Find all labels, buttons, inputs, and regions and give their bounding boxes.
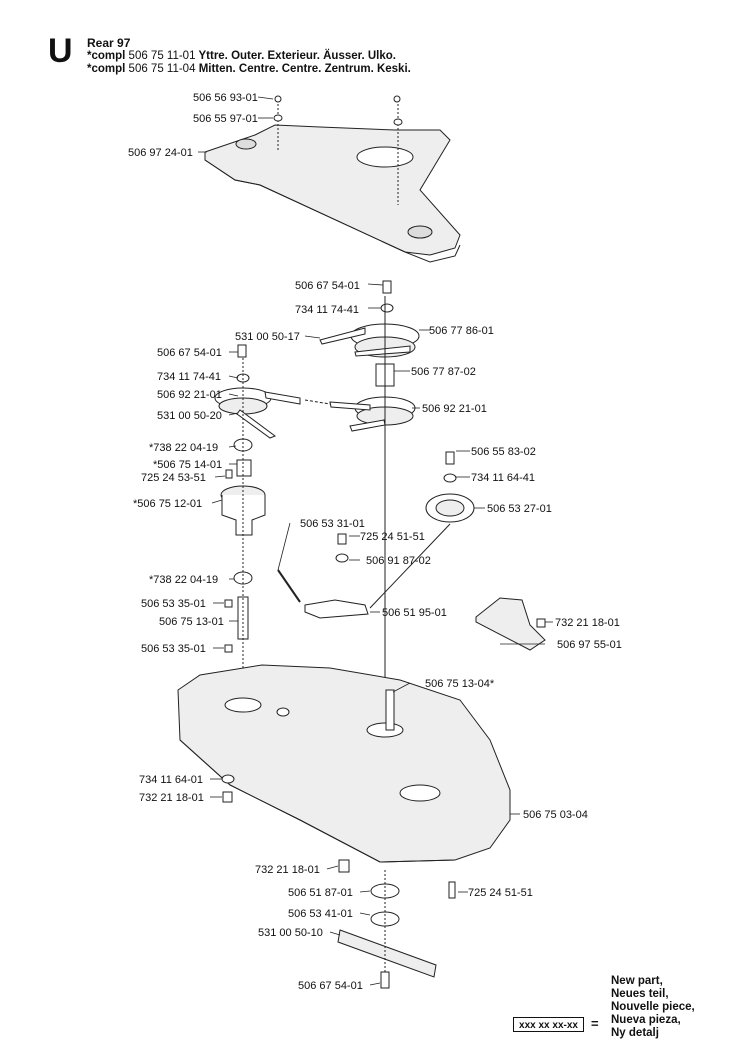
idler-assembly <box>277 451 475 619</box>
center-pulley-stack <box>319 280 420 690</box>
header-line-2-desc: Mitten. Centre. Centre. Zentrum. Keski. <box>198 63 411 75</box>
part-label: 506 56 93-01 <box>193 92 258 104</box>
part-label: *506 75 14-01 <box>153 459 222 471</box>
header-line-1: *compl 506 75 11-01 Yttre. Outer. Exteri… <box>87 50 396 62</box>
top-cover-plate <box>204 95 461 263</box>
legend-line: Nueva pieza, <box>611 1014 681 1026</box>
part-label: 506 67 54-01 <box>298 980 363 992</box>
header-line-1-prefix: *compl <box>87 50 126 62</box>
header-line-2-part: 506 75 11-04 <box>128 63 196 75</box>
blade-assembly <box>221 774 456 989</box>
mower-deck <box>177 664 511 863</box>
part-label: 734 11 64-01 <box>139 774 203 786</box>
leader-lines <box>198 96 553 986</box>
legend-line: New part, <box>611 975 663 987</box>
part-label: 725 24 51-51 <box>468 887 533 899</box>
legend-line: Neues teil, <box>611 988 669 1000</box>
legend-line: Nouvelle piece, <box>611 1001 695 1013</box>
part-label: *506 75 12-01 <box>133 498 202 510</box>
left-pulley-stack <box>214 344 331 700</box>
legend-line: Ny detalj <box>611 1027 659 1039</box>
part-label: 531 00 50-10 <box>258 927 323 939</box>
legend-part-box: xxx xx xx-xx <box>513 1017 584 1032</box>
washer-icon <box>393 118 403 126</box>
part-label: 506 77 87-02 <box>411 366 476 378</box>
part-label: 506 97 24-01 <box>128 147 193 159</box>
header-line-1-desc: Yttre. Outer. Exterieur. Äusser. Ulko. <box>198 50 396 62</box>
part-label: 506 75 03-04 <box>523 809 588 821</box>
header-line-2: *compl 506 75 11-04 Mitten. Centre. Cent… <box>87 63 411 75</box>
bolt-icon <box>225 469 233 479</box>
screw-icon <box>393 95 401 103</box>
header-line-2-prefix: *compl <box>87 63 126 75</box>
part-label: *738 22 04-19 <box>149 574 218 586</box>
washer-icon <box>273 114 283 122</box>
part-label: 734 11 74-41 <box>295 304 359 316</box>
section-letter: U <box>48 32 73 70</box>
part-label: 531 00 50-17 <box>235 331 300 343</box>
legend-new-part: New part, Neues teil, Nouvelle piece, Nu… <box>611 975 695 1040</box>
bracket <box>475 597 546 651</box>
part-label: 506 53 35-01 <box>141 598 206 610</box>
part-labels: 506 56 93-01 506 55 97-01 506 97 24-01 5… <box>128 92 622 992</box>
part-label: 506 53 27-01 <box>487 503 552 515</box>
part-label: *738 22 04-19 <box>149 442 218 454</box>
part-label: 506 77 86-01 <box>429 325 494 337</box>
part-label: 732 21 18-01 <box>139 792 204 804</box>
part-label: 506 75 13-01 <box>159 616 224 628</box>
part-label: 506 53 41-01 <box>288 908 353 920</box>
part-label: 506 51 87-01 <box>288 887 353 899</box>
part-label: 506 75 13-04* <box>425 678 495 690</box>
header-line-1-part: 506 75 11-01 <box>128 50 196 62</box>
part-label: 506 55 97-01 <box>193 113 258 125</box>
part-label: 506 91 87-02 <box>366 555 431 567</box>
part-label: 506 53 31-01 <box>300 518 365 530</box>
screw-icon <box>274 95 282 103</box>
part-label: 732 21 18-01 <box>255 864 320 876</box>
part-label: 506 92 21-01 <box>157 389 222 401</box>
part-label: 506 97 55-01 <box>557 639 622 651</box>
part-label: 531 00 50-20 <box>157 410 222 422</box>
part-label: 732 21 18-01 <box>555 617 620 629</box>
part-label: 725 24 53-51 <box>141 472 206 484</box>
part-label: 506 51 95-01 <box>382 607 447 619</box>
part-label: 506 67 54-01 <box>157 347 222 359</box>
part-label: 506 53 35-01 <box>141 643 206 655</box>
part-label: 506 67 54-01 <box>295 280 360 292</box>
part-label: 506 92 21-01 <box>422 403 487 415</box>
part-label: 725 24 51-51 <box>360 531 425 543</box>
part-label: 506 55 83-02 <box>471 446 536 458</box>
part-label: 734 11 64-41 <box>471 472 535 484</box>
part-label: 734 11 74-41 <box>157 371 221 383</box>
legend-equals: = <box>591 1016 599 1031</box>
model-title: Rear 97 <box>87 36 131 50</box>
